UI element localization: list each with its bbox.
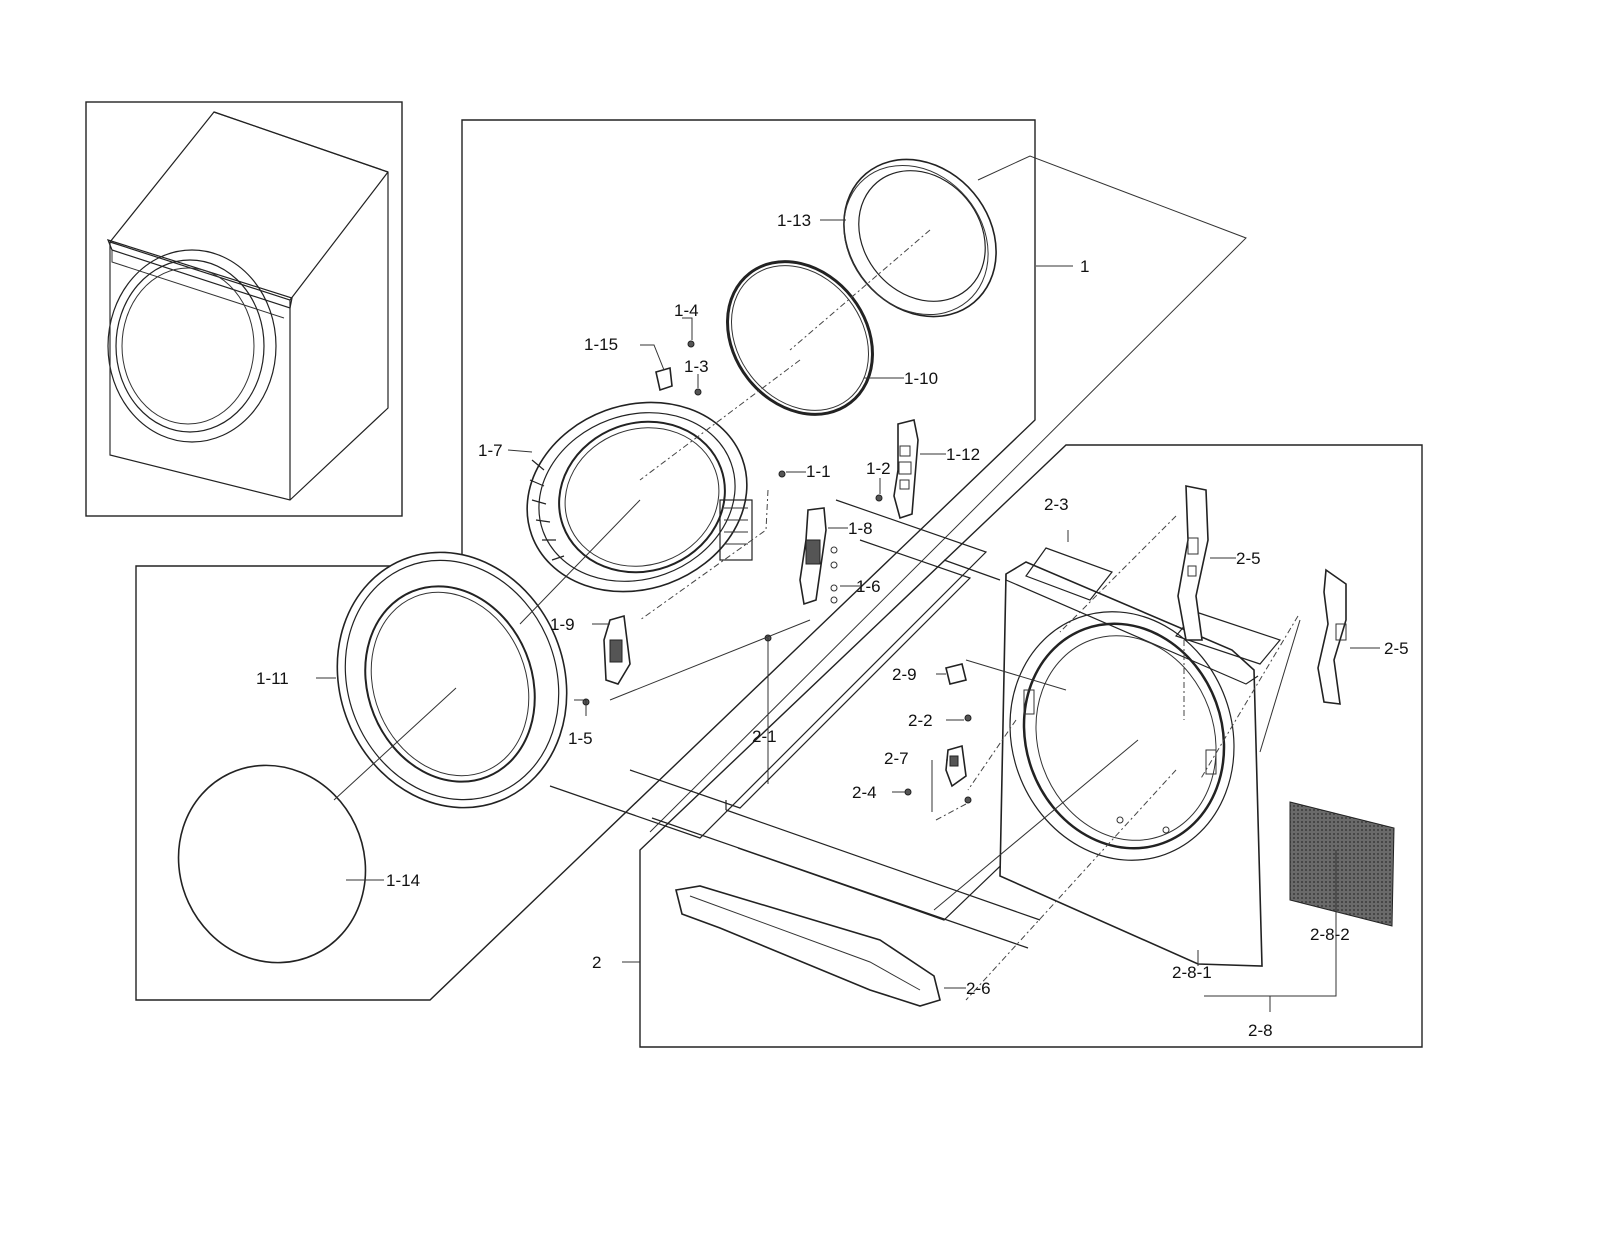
label-1-14: 1-14 (386, 871, 420, 890)
part-labels: 1-13 1 1-4 1-15 1-3 1-10 1-7 1-12 1-1 1-… (256, 211, 1409, 1040)
label-1-12: 1-12 (946, 445, 980, 464)
label-2-7: 2-7 (884, 749, 909, 768)
label-1: 1 (1080, 257, 1089, 276)
side-bracket-upper (1177, 485, 1209, 641)
label-2-4: 2-4 (852, 783, 877, 802)
label-1-4: 1-4 (674, 301, 699, 320)
label-1-6: 1-6 (856, 577, 881, 596)
side-bracket-lower (1317, 568, 1347, 705)
door-cover-disc (177, 764, 367, 964)
kick-plate (675, 885, 941, 1007)
door-inner-frame (526, 401, 753, 593)
label-1-9: 1-9 (550, 615, 575, 634)
front-panel (999, 561, 1263, 967)
label-1-5: 1-5 (568, 729, 593, 748)
label-1-11: 1-11 (256, 669, 289, 688)
label-leaders (316, 219, 1380, 1012)
label-1-15: 1-15 (584, 335, 618, 354)
label-1-2: 1-2 (866, 459, 891, 478)
front-panel-group-frame (639, 444, 1423, 1048)
panel-top-strips (1025, 547, 1282, 665)
group-1-bracket (649, 155, 1247, 833)
label-2-8-2: 2-8-2 (1310, 925, 1350, 944)
label-2-3: 2-3 (1044, 495, 1069, 514)
assembly-axis-lines (333, 229, 931, 801)
label-1-1: 1-1 (806, 462, 831, 481)
label-2-1: 2-1 (752, 727, 777, 746)
panel-axis-lines (931, 515, 1301, 1001)
label-1-13: 1-13 (777, 211, 811, 230)
label-2-2: 2-2 (908, 711, 933, 730)
label-1-10: 1-10 (904, 369, 938, 388)
label-2-5-lower: 2-5 (1384, 639, 1409, 658)
filter-screen (1289, 801, 1395, 927)
label-2: 2 (592, 953, 601, 972)
label-2-6: 2-6 (966, 979, 991, 998)
label-2-8: 2-8 (1248, 1021, 1273, 1040)
door-latch (603, 614, 631, 685)
door-hinge (799, 507, 838, 606)
small-panel-parts (904, 663, 972, 804)
label-1-8: 1-8 (848, 519, 873, 538)
small-clip (655, 366, 673, 392)
label-2-8-1: 2-8-1 (1172, 963, 1212, 982)
door-glass-outer (843, 158, 997, 318)
label-1-3: 1-3 (684, 357, 709, 376)
panel-gasket-frames (549, 499, 1091, 949)
label-1-7: 1-7 (478, 441, 503, 460)
hinge-plate (893, 419, 919, 520)
dryer-overview-inset (85, 101, 403, 517)
label-2-5-upper: 2-5 (1236, 549, 1261, 568)
label-2-9: 2-9 (892, 665, 917, 684)
